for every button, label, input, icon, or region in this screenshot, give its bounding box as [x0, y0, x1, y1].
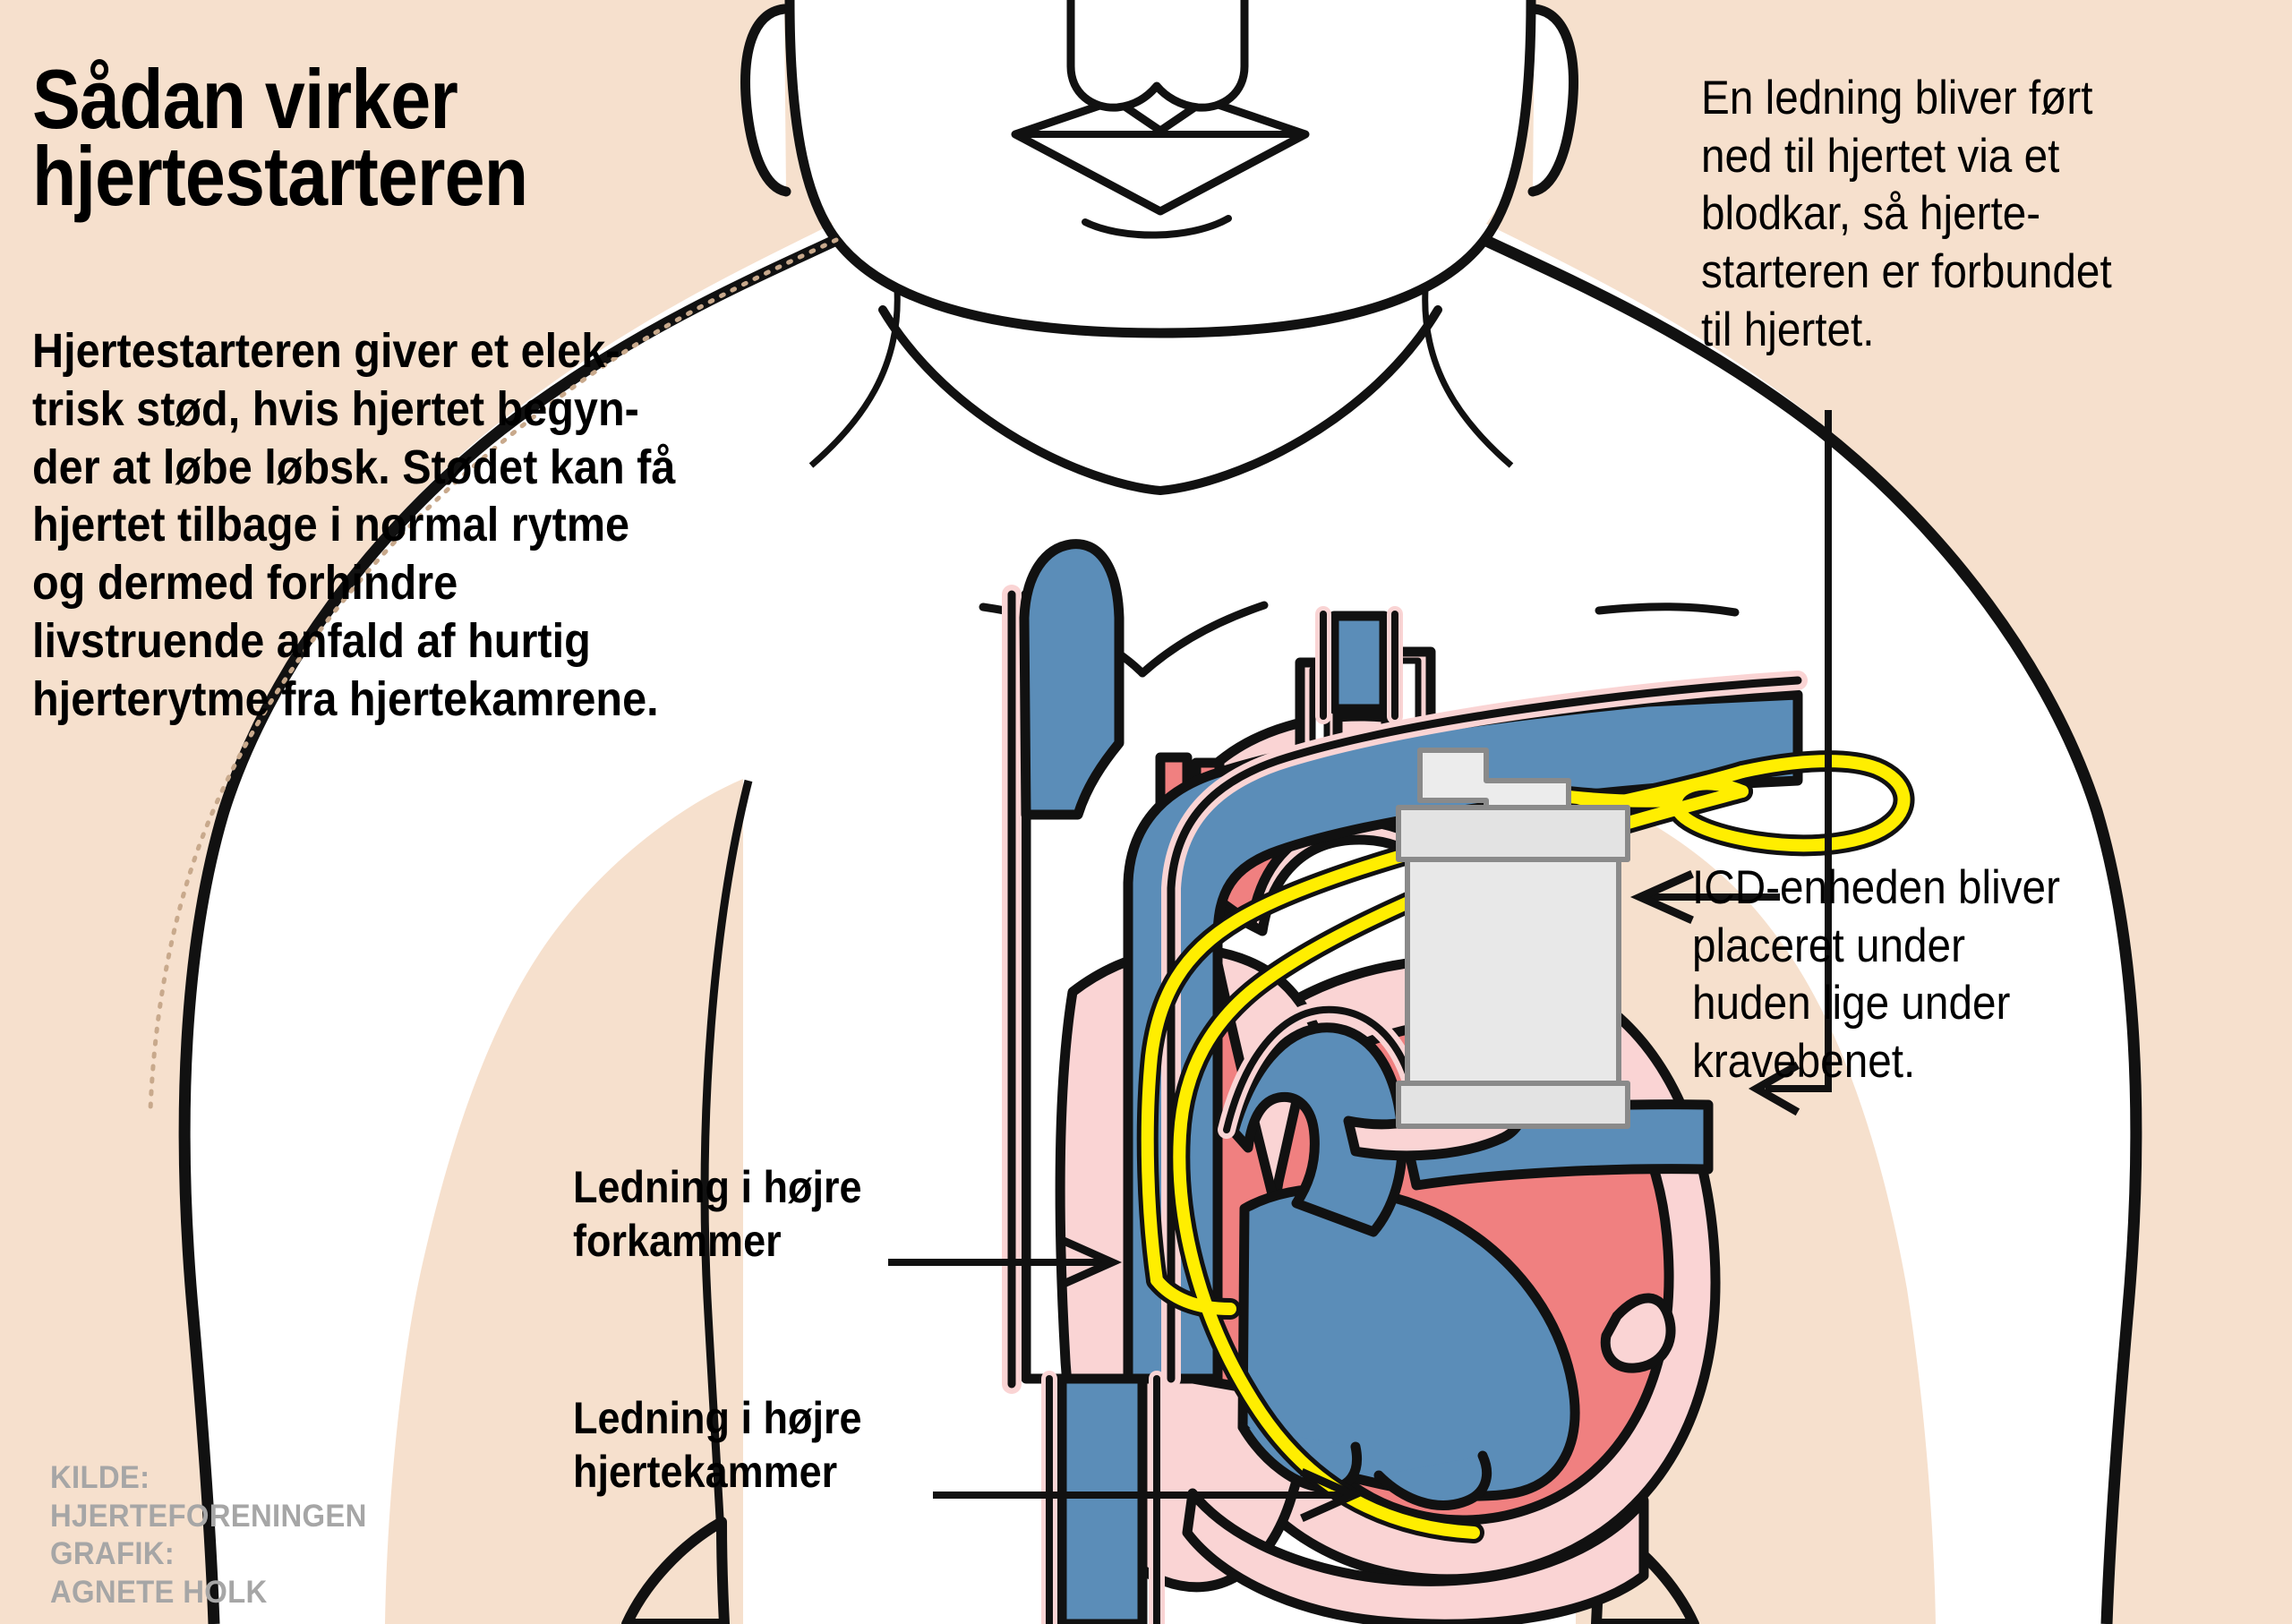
icd-device	[1396, 748, 1630, 1129]
heart-diagram	[1002, 539, 1808, 1624]
source-credit: KILDE: HJERTEFORENINGEN GRAFIK: AGNETE H…	[50, 1460, 367, 1611]
label-right-ventricle-lead: Ledning i højre hjertekammer	[573, 1393, 862, 1497]
page-title: Sådan virker hjertestarteren	[32, 52, 528, 224]
intro-paragraph: Hjertestarteren giver et elek- trisk stø…	[32, 324, 676, 726]
callout-lead-text: En ledning bliver ført ned til hjertet v…	[1701, 72, 2112, 356]
label-right-atrium-lead: Ledning i højre forkammer	[573, 1162, 862, 1266]
callout-icd-text: ICD-enheden bliver placeret under huden …	[1692, 861, 2060, 1088]
leader-lines	[888, 410, 1832, 1522]
